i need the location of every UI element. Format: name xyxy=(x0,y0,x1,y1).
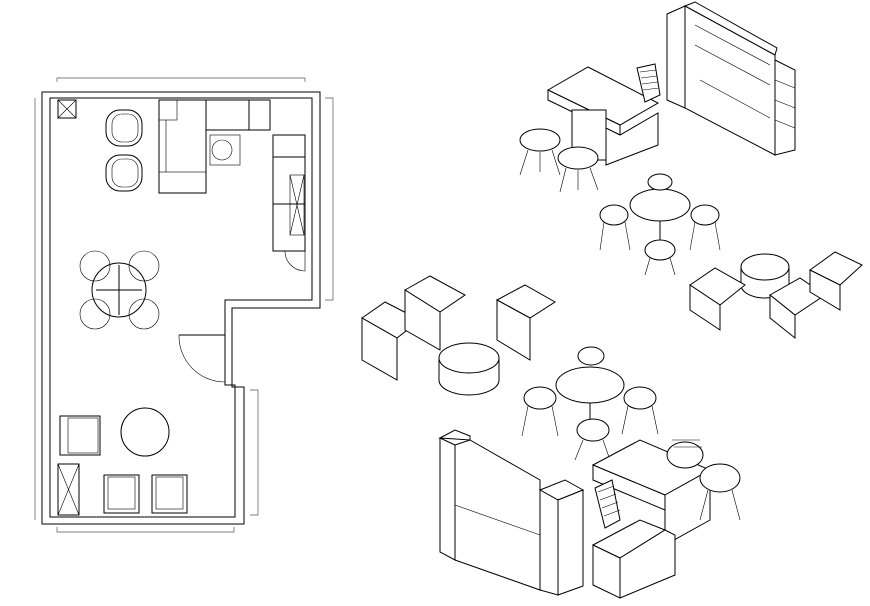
iso-table-set-2 xyxy=(521,346,659,461)
isometric-views xyxy=(361,1,863,599)
iso-reception-bottom xyxy=(438,429,741,599)
round-table-set xyxy=(79,250,160,330)
iso-wall-unit xyxy=(666,1,796,156)
iso-lounge-set-left xyxy=(361,275,556,396)
side-cabinets xyxy=(272,134,306,272)
shaft-box xyxy=(57,99,77,119)
iso-table-set-1 xyxy=(599,173,721,276)
floor-plan xyxy=(34,77,334,533)
lower-lounge xyxy=(59,407,188,514)
iso-lounge-set-right xyxy=(689,251,863,340)
door xyxy=(178,334,226,383)
iso-chairs-pair xyxy=(519,128,599,193)
lounge-chairs-top xyxy=(105,109,143,192)
inner-wall xyxy=(49,97,313,518)
reception-desk xyxy=(158,99,271,194)
storage-box xyxy=(57,463,80,516)
outer-wall xyxy=(41,91,321,525)
dimension-lines xyxy=(34,77,334,533)
